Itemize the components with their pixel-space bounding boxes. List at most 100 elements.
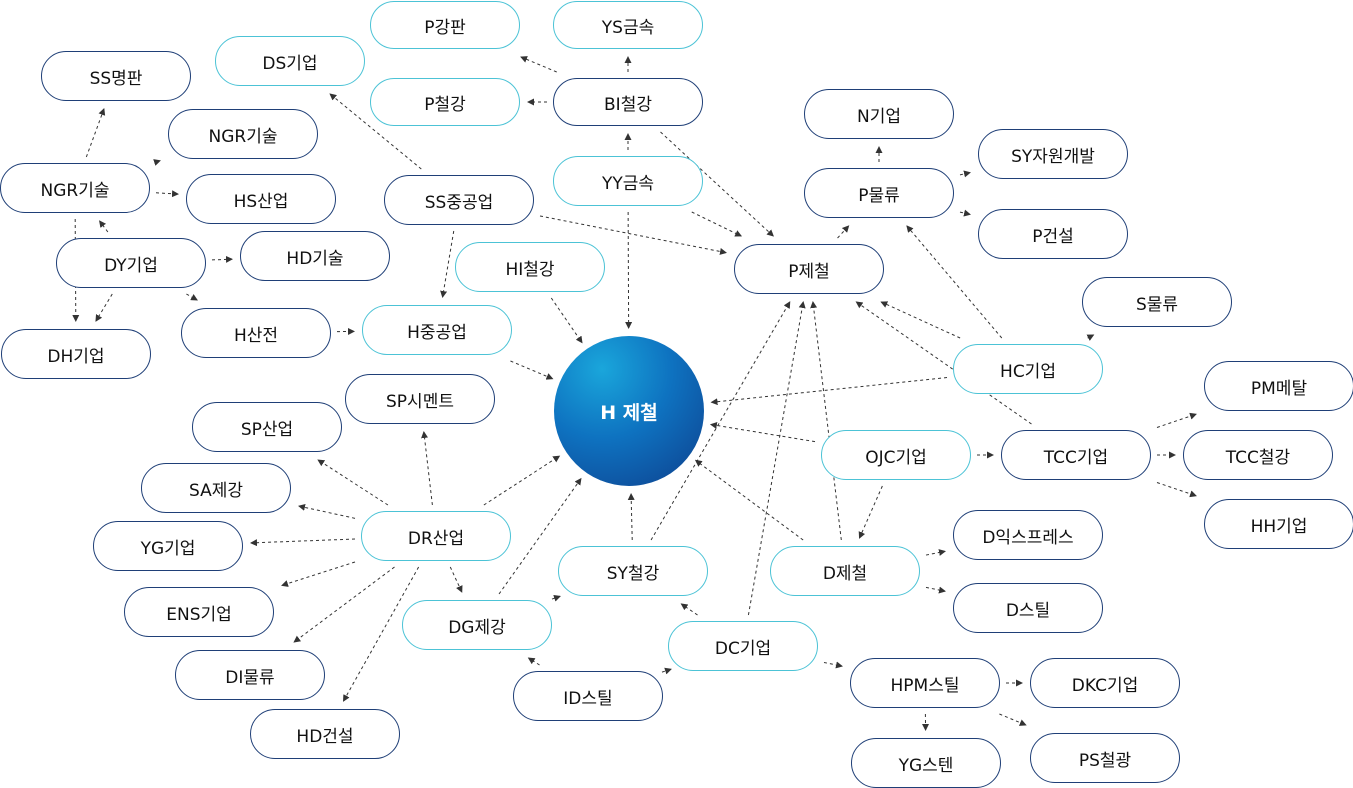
arrow-ojc-corp-to-center (709, 422, 816, 443)
arrow-hc-corp-to-center (710, 377, 948, 406)
node-dkc-corp[interactable]: DKC기업 (1030, 658, 1180, 708)
node-pm-metal[interactable]: PM메탈 (1204, 361, 1353, 411)
node-sp-cement[interactable]: SP시멘트 (345, 374, 495, 424)
node-label: HPM스틸 (890, 675, 960, 696)
arrow-tcc-corp-to-hh-corp (1156, 482, 1197, 498)
node-di-logistics[interactable]: DI물류 (175, 650, 325, 700)
node-dy-corp[interactable]: DY기업 (56, 238, 206, 288)
h-steelworks-hub[interactable]: H 제철 (554, 336, 704, 486)
arrow-hc-corp-to-p-logistics (906, 225, 1003, 339)
node-s-logistics[interactable]: S물류 (1082, 277, 1232, 327)
node-p-steel-1[interactable]: P철강 (370, 78, 520, 126)
node-label: PS철광 (1078, 750, 1132, 771)
arrow-dc-corp-to-hpm-steel (823, 661, 843, 669)
node-label: H산전 (233, 325, 279, 346)
node-label: NGR기술 (40, 180, 110, 201)
node-hh-corp[interactable]: HH기업 (1204, 499, 1353, 549)
node-ens-corp[interactable]: ENS기업 (124, 587, 274, 637)
node-label: OJC기업 (865, 447, 927, 468)
node-yg-corp[interactable]: YG기업 (93, 521, 243, 571)
node-label: SY자원개발 (1011, 146, 1095, 167)
node-bi-steel[interactable]: BI철강 (553, 78, 703, 126)
node-hi-steel[interactable]: HI철강 (455, 242, 605, 292)
node-label: D익스프레스 (982, 527, 1074, 548)
node-label: DC기업 (714, 638, 772, 659)
node-ngr-tech-1[interactable]: NGR기술 (168, 109, 318, 159)
arrow-dc-corp-to-p-steelworks (747, 301, 806, 616)
node-hc-corp[interactable]: HC기업 (953, 344, 1103, 394)
node-id-steel[interactable]: ID스틸 (513, 671, 663, 721)
node-hd-construction[interactable]: HD건설 (250, 709, 400, 759)
node-ds-corp[interactable]: DS기업 (215, 36, 365, 86)
node-ngr-tech-2[interactable]: NGR기술 (0, 163, 150, 213)
arrow-ngr-tech-2-to-hs-industry (155, 190, 179, 198)
node-sa-steel[interactable]: SA제강 (141, 463, 291, 513)
node-dr-industry[interactable]: DR산업 (361, 511, 511, 561)
node-label: PM메탈 (1250, 378, 1308, 399)
node-dg-steel[interactable]: DG제강 (402, 600, 552, 650)
node-hs-industry[interactable]: HS산업 (186, 174, 336, 224)
arrow-dr-industry-to-sp-industry (317, 459, 389, 506)
arrow-d-steelworks-to-p-steelworks (810, 301, 842, 541)
node-label: DG제강 (448, 617, 506, 638)
node-label: H중공업 (407, 322, 467, 343)
node-sp-industry[interactable]: SP산업 (192, 402, 342, 452)
node-d-express[interactable]: D익스프레스 (953, 510, 1103, 560)
node-label: YG기업 (140, 538, 196, 559)
node-label: SS중공업 (424, 192, 494, 213)
node-label: YS금속 (601, 17, 655, 38)
node-sy-resource[interactable]: SY자원개발 (978, 129, 1128, 179)
node-tcc-corp[interactable]: TCC기업 (1001, 430, 1151, 480)
node-label: BI철강 (604, 94, 652, 115)
arrow-h-heavy-to-center (510, 360, 554, 380)
arrow-tcc-corp-to-pm-metal (1156, 412, 1197, 428)
node-label: YG스텐 (898, 755, 954, 776)
node-dh-corp[interactable]: DH기업 (1, 329, 151, 379)
node-label: D스틸 (1005, 600, 1051, 621)
node-ss-nameplate[interactable]: SS명판 (41, 51, 191, 101)
node-label: P제철 (788, 261, 830, 282)
node-h-heavy[interactable]: H중공업 (362, 305, 512, 355)
arrow-hi-steel-to-center (550, 297, 583, 344)
node-label: DS기업 (262, 53, 318, 74)
node-hpm-steel[interactable]: HPM스틸 (850, 658, 1000, 708)
node-label: TCC기업 (1043, 447, 1109, 468)
node-yy-metal[interactable]: YY금속 (553, 156, 703, 206)
node-tcc-steel[interactable]: TCC철강 (1183, 430, 1333, 480)
node-p-steelplate[interactable]: P강판 (370, 1, 520, 49)
arrow-dr-industry-to-center (483, 455, 561, 506)
arrow-ss-heavy-to-h-heavy (440, 230, 455, 298)
arrow-d-steelworks-to-center (694, 459, 804, 541)
node-label: HS산업 (233, 191, 289, 212)
node-label: SP산업 (240, 419, 294, 440)
node-label: HD건설 (296, 726, 354, 747)
node-p-construction[interactable]: P건설 (978, 209, 1128, 259)
arrow-dr-industry-to-sp-cement (421, 431, 433, 506)
node-n-corp[interactable]: N기업 (804, 89, 954, 139)
node-d-steelworks[interactable]: D제철 (770, 546, 920, 596)
node-p-logistics[interactable]: P물류 (804, 168, 954, 218)
node-d-steel[interactable]: D스틸 (953, 583, 1103, 633)
arrow-dr-industry-to-yg-corp (250, 538, 356, 547)
node-label: NGR기술 (208, 126, 278, 147)
node-ss-heavy[interactable]: SS중공업 (384, 175, 534, 225)
node-label: DH기업 (47, 346, 105, 367)
node-sy-steel[interactable]: SY철강 (558, 546, 708, 596)
node-yg-stainless[interactable]: YG스텐 (851, 738, 1001, 788)
node-label: YY금속 (601, 173, 655, 194)
node-label: D제철 (822, 563, 868, 584)
node-label: DY기업 (104, 255, 158, 276)
hub-label: H 제철 (600, 401, 658, 424)
arrow-p-logistics-to-p-construction (959, 209, 971, 217)
node-hd-tech[interactable]: HD기술 (240, 231, 390, 281)
node-ojc-corp[interactable]: OJC기업 (821, 430, 971, 480)
arrow-dy-corp-to-dh-corp (95, 293, 113, 322)
node-dc-corp[interactable]: DC기업 (668, 621, 818, 671)
node-label: S물류 (1135, 294, 1179, 315)
arrow-sy-steel-to-center (627, 492, 635, 541)
node-p-steelworks[interactable]: P제철 (734, 244, 884, 294)
node-h-electric[interactable]: H산전 (181, 308, 331, 358)
node-ps-steelmine[interactable]: PS철광 (1030, 733, 1180, 783)
node-ys-metal[interactable]: YS금속 (553, 1, 703, 49)
node-label: P철강 (424, 94, 466, 115)
